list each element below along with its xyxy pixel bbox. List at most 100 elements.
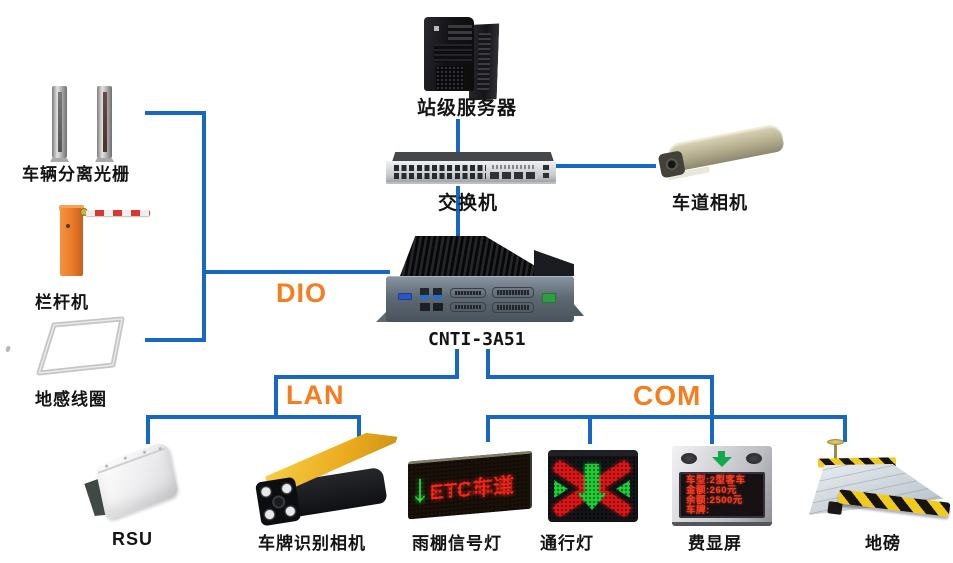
controller-heatsink bbox=[400, 236, 552, 276]
lane-camera-front bbox=[657, 150, 686, 179]
bus-label-dio: DIO bbox=[276, 278, 328, 308]
fee-line-amount: 金额:260元 bbox=[686, 485, 738, 496]
green-wing-icon bbox=[616, 480, 630, 498]
bus-label-lan: LAN bbox=[286, 380, 345, 410]
controller-illustration bbox=[376, 236, 588, 336]
green-arrow-icon bbox=[577, 493, 607, 510]
weighbridge-pole bbox=[834, 443, 837, 460]
green-arrow-icon bbox=[585, 464, 599, 494]
server-logo bbox=[434, 26, 439, 31]
server-vents bbox=[434, 44, 472, 62]
bus-label-com: COM bbox=[633, 380, 702, 411]
rsu-screw bbox=[123, 456, 128, 461]
grating-sensor-strip bbox=[103, 92, 107, 152]
serial-port-icon bbox=[450, 288, 486, 298]
grating-base-left bbox=[50, 158, 69, 162]
fee-display-label: 费显屏 bbox=[688, 534, 742, 553]
line-com-bus bbox=[486, 349, 714, 417]
line-lan-branch bbox=[146, 415, 361, 444]
controller-label: CNTI-3A51 bbox=[428, 329, 526, 350]
vehicle-separation-grating-illustration bbox=[50, 84, 130, 166]
grating-post-right bbox=[97, 86, 112, 158]
serial-port-icon bbox=[450, 302, 486, 312]
ethernet-port-icon bbox=[433, 303, 443, 311]
barrier-keyhole bbox=[66, 224, 70, 228]
rsu-label: RSU bbox=[112, 529, 154, 549]
plate-camera-label: 车牌识别相机 bbox=[258, 534, 366, 553]
barrier-label: 栏杆机 bbox=[35, 293, 89, 312]
illuminator-led-icon bbox=[260, 486, 272, 497]
serial-port-icon bbox=[492, 287, 534, 298]
plate-camera-illustration bbox=[244, 440, 408, 528]
grating-label: 车辆分离光栅 bbox=[22, 165, 130, 184]
switch-port-row-2 bbox=[394, 173, 486, 179]
illuminator-led-icon bbox=[285, 506, 296, 517]
weighbridge-illustration bbox=[796, 438, 952, 530]
line-lan-bus bbox=[274, 349, 459, 417]
serial-port-icon bbox=[492, 302, 534, 313]
plate-camera-rotated bbox=[238, 430, 411, 538]
usb-port-icon bbox=[420, 288, 429, 299]
station-server-illustration bbox=[420, 13, 506, 97]
switch-sfp-slots bbox=[492, 165, 534, 169]
weighbridge-label: 地磅 bbox=[865, 534, 901, 553]
switch-sfp-modules bbox=[490, 172, 538, 179]
fee-display-illustration: 车型:2型客车 金额:260元 余额:2500元 车牌: bbox=[670, 444, 778, 530]
green-wing-icon bbox=[554, 480, 568, 498]
ground-loop-highlight bbox=[38, 318, 123, 374]
controller-front-panel bbox=[386, 276, 574, 322]
power-terminal-icon bbox=[542, 293, 556, 303]
lane-camera-illustration bbox=[652, 116, 802, 186]
illuminator-led-icon bbox=[281, 483, 292, 494]
red-x-icon bbox=[551, 459, 633, 518]
rsu-rotated bbox=[75, 438, 189, 535]
green-down-arrow-icon bbox=[712, 457, 732, 467]
pass-light-housing bbox=[548, 450, 638, 522]
fee-line-balance: 余额:2500元 bbox=[686, 495, 743, 506]
plate-camera-front bbox=[254, 476, 302, 527]
canopy-signal-panel: ↓ ETC车道 bbox=[408, 450, 532, 520]
switch-label: 交换机 bbox=[438, 193, 499, 214]
rsu-seam bbox=[98, 447, 165, 474]
weighbridge-sensor-disc bbox=[827, 439, 844, 445]
controller-side bbox=[534, 250, 574, 276]
canopy-signal-illustration: ↓ ETC车道 bbox=[406, 450, 538, 528]
red-x-icon bbox=[551, 459, 633, 518]
speaker-icon bbox=[681, 453, 697, 464]
barrier-post bbox=[60, 208, 83, 276]
server-door-vent bbox=[477, 33, 491, 91]
server-mesh bbox=[436, 66, 464, 90]
server-chassis bbox=[424, 17, 474, 91]
switch-uplink-1 bbox=[543, 165, 549, 170]
green-down-arrow-icon bbox=[718, 451, 725, 458]
server-label: 站级服务器 bbox=[417, 98, 518, 119]
line-com-branch bbox=[486, 415, 847, 442]
ground-loop-illustration bbox=[36, 316, 125, 376]
fee-display-frame: 车型:2型客车 金额:260元 余额:2500元 车牌: bbox=[672, 446, 772, 526]
switch-top bbox=[392, 152, 554, 162]
rsu-body bbox=[94, 440, 179, 522]
barrier-gate-illustration bbox=[58, 202, 158, 282]
pass-light-label: 通行灯 bbox=[540, 534, 594, 553]
switch-illustration bbox=[384, 149, 560, 187]
lane-camera-rotated bbox=[647, 103, 802, 197]
ground-loop-label: 地感线圈 bbox=[35, 390, 107, 409]
lane-camera-lens-icon bbox=[664, 157, 679, 172]
grating-base-right bbox=[95, 158, 114, 162]
pass-light-illustration bbox=[546, 446, 642, 528]
speaker-icon bbox=[746, 453, 762, 464]
switch-uplink-2 bbox=[543, 173, 549, 178]
barrier-arm bbox=[86, 210, 150, 216]
ethernet-port-icon bbox=[420, 303, 430, 311]
grating-post-left bbox=[52, 86, 67, 158]
fee-line-vehicle-type: 车型:2型客车 bbox=[686, 475, 746, 486]
lane-camera-label: 车道相机 bbox=[672, 193, 748, 213]
server-drive-bays bbox=[448, 25, 472, 40]
line-left-trunk bbox=[145, 111, 206, 342]
rsu-illustration bbox=[82, 440, 188, 530]
fee-display-screen: 车型:2型客车 金额:260元 余额:2500元 车牌: bbox=[679, 472, 765, 518]
usb-port-icon bbox=[433, 288, 442, 299]
canopy-led-text: ETC车道 bbox=[430, 473, 514, 504]
